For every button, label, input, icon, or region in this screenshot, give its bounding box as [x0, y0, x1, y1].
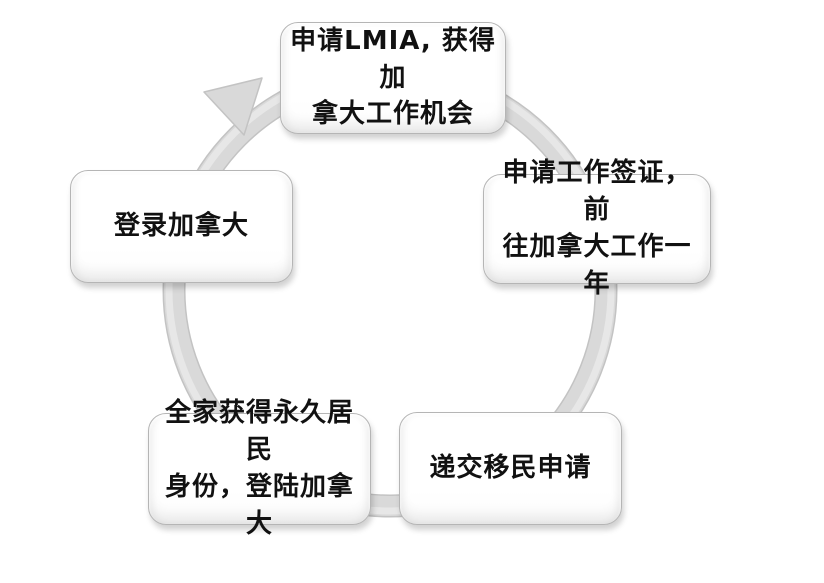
step-submit-immigration: 递交移民申请 — [399, 412, 622, 525]
step-land-canada: 登录加拿大 — [70, 170, 293, 283]
step-family-pr-label: 全家获得永久居民 身份，登陆加拿大 — [164, 398, 354, 539]
step-work-visa: 申请工作签证，前 往加拿大工作一年 — [483, 158, 711, 299]
step-apply-lmia: 申请LMIA, 获得加 拿大工作机会 — [280, 22, 506, 134]
step-land-canada-label: 登录加拿大 — [113, 211, 249, 242]
step-apply-lmia-label: 申请LMIA, 获得加 拿大工作机会 — [290, 25, 496, 130]
step-work-visa-label: 申请工作签证，前 往加拿大工作一年 — [502, 158, 692, 299]
flow-arrow-icon — [203, 77, 263, 136]
step-submit-immigration-label: 递交移民申请 — [429, 453, 592, 484]
step-family-pr: 全家获得永久居民 身份，登陆加拿大 — [148, 398, 371, 539]
